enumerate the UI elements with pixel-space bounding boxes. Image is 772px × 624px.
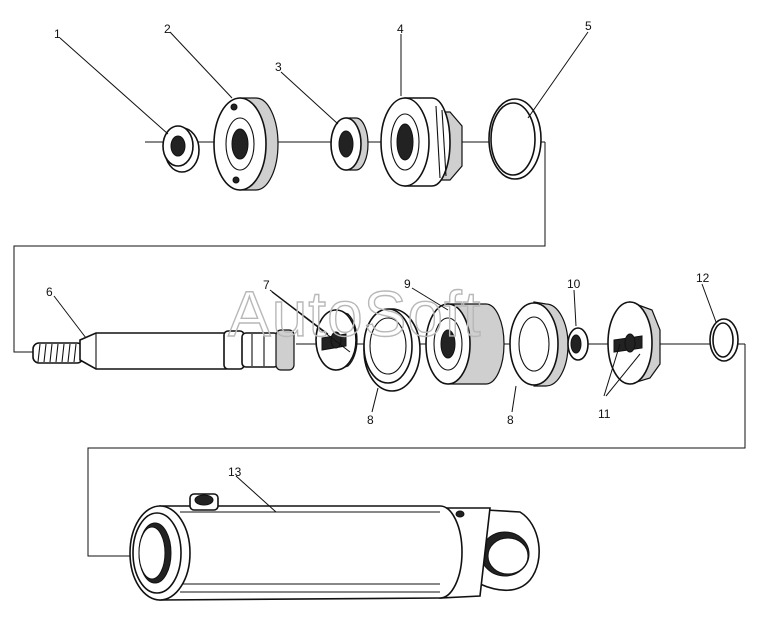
callout-9: 9 bbox=[404, 277, 411, 291]
part-9-piston bbox=[425, 303, 505, 385]
part-6-piston-rod bbox=[32, 329, 295, 371]
callout-2: 2 bbox=[164, 22, 171, 36]
part-2-flange bbox=[213, 97, 279, 191]
callout-12: 12 bbox=[696, 271, 710, 285]
part-13-cylinder-body bbox=[129, 493, 540, 601]
callout-4: 4 bbox=[397, 22, 404, 36]
callout-13: 13 bbox=[228, 465, 242, 479]
callout-8-right: 8 bbox=[507, 413, 514, 427]
part-12-circlip bbox=[709, 318, 739, 362]
callout-11: 11 bbox=[598, 407, 611, 421]
part-7-split-washer bbox=[315, 309, 358, 371]
callout-8-left: 8 bbox=[367, 413, 374, 427]
callout-labels: 1 2 3 4 5 6 7 8 8 9 10 11 12 13 bbox=[46, 19, 710, 479]
leader-lines bbox=[53, 31, 717, 513]
part-3-bushing bbox=[330, 117, 369, 171]
callout-7: 7 bbox=[263, 278, 270, 292]
watermark-text: AutoSoft bbox=[228, 278, 482, 350]
callout-5: 5 bbox=[585, 19, 592, 33]
part-1-ring bbox=[162, 125, 200, 173]
part-8-seal-left bbox=[363, 308, 421, 392]
part-5-retaining-ring bbox=[488, 98, 542, 180]
part-4-gland bbox=[380, 97, 463, 187]
callout-1: 1 bbox=[54, 27, 61, 41]
callout-6: 6 bbox=[46, 285, 53, 299]
part-10-small-ring bbox=[567, 327, 589, 361]
part-8-seal-right bbox=[509, 301, 569, 387]
callout-3: 3 bbox=[275, 60, 282, 74]
part-11-split-washer bbox=[607, 301, 661, 385]
callout-10: 10 bbox=[567, 277, 581, 291]
